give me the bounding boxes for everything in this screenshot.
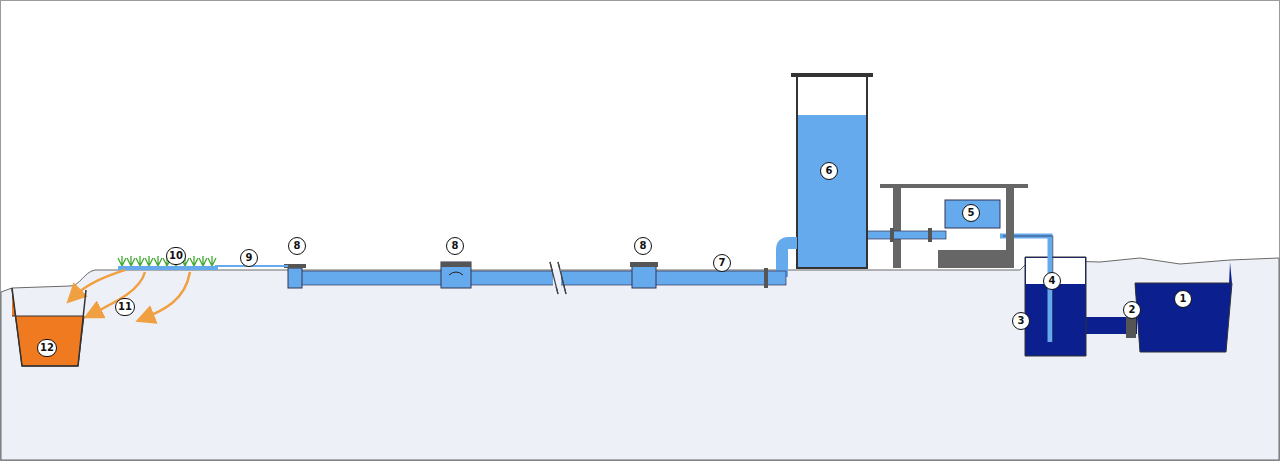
tank-water [797,115,867,268]
valve-box [441,262,471,288]
valve-lid [441,262,471,267]
flange [928,228,932,242]
pump-base [938,250,1006,268]
delivery-pipe [866,231,946,239]
flange [764,268,768,288]
valve-handle [449,272,463,275]
stand-leg [1006,188,1014,268]
valve-lid [630,262,658,267]
plant [199,256,207,266]
plant [208,256,216,266]
valve-box [632,264,656,288]
stand-top [880,184,1028,188]
main-pipe [292,271,786,285]
pump [945,200,1000,228]
drain-basin [12,288,84,366]
sump [1025,257,1086,356]
plant [145,256,153,266]
callout-number: 10 [166,247,186,265]
field-water [118,266,218,270]
stand-leg [893,188,901,268]
callout-number: 12 [37,339,57,357]
plant [118,256,126,266]
callout-number: 6 [820,162,838,180]
pond-outline [1135,283,1232,352]
callout-number: 4 [1043,272,1061,290]
plant [190,256,198,266]
plant [154,256,162,266]
pond [1135,262,1232,352]
callout-number: 3 [1012,312,1030,330]
callout-number: 8 [446,237,464,255]
hydrant [288,268,302,288]
runoff-arrow [88,272,145,316]
plant [127,256,135,266]
callout-number: 9 [240,249,258,267]
callout-number: 8 [634,237,652,255]
ground [1,258,1279,460]
callout-number: 5 [962,204,980,222]
callout-number: 8 [288,237,306,255]
flange [890,228,894,242]
runoff-arrow [140,272,190,320]
break-mark [550,262,566,294]
plant [136,256,144,266]
callout-number: 11 [115,298,135,316]
callout-number: 7 [713,254,731,272]
basin-wall [12,288,86,366]
callout-number: 2 [1123,301,1141,319]
break-mark [550,262,566,294]
tank-wall [797,76,867,268]
tank-rim [791,73,873,77]
runoff-arrow [70,270,125,300]
callout-number: 1 [1174,290,1192,308]
